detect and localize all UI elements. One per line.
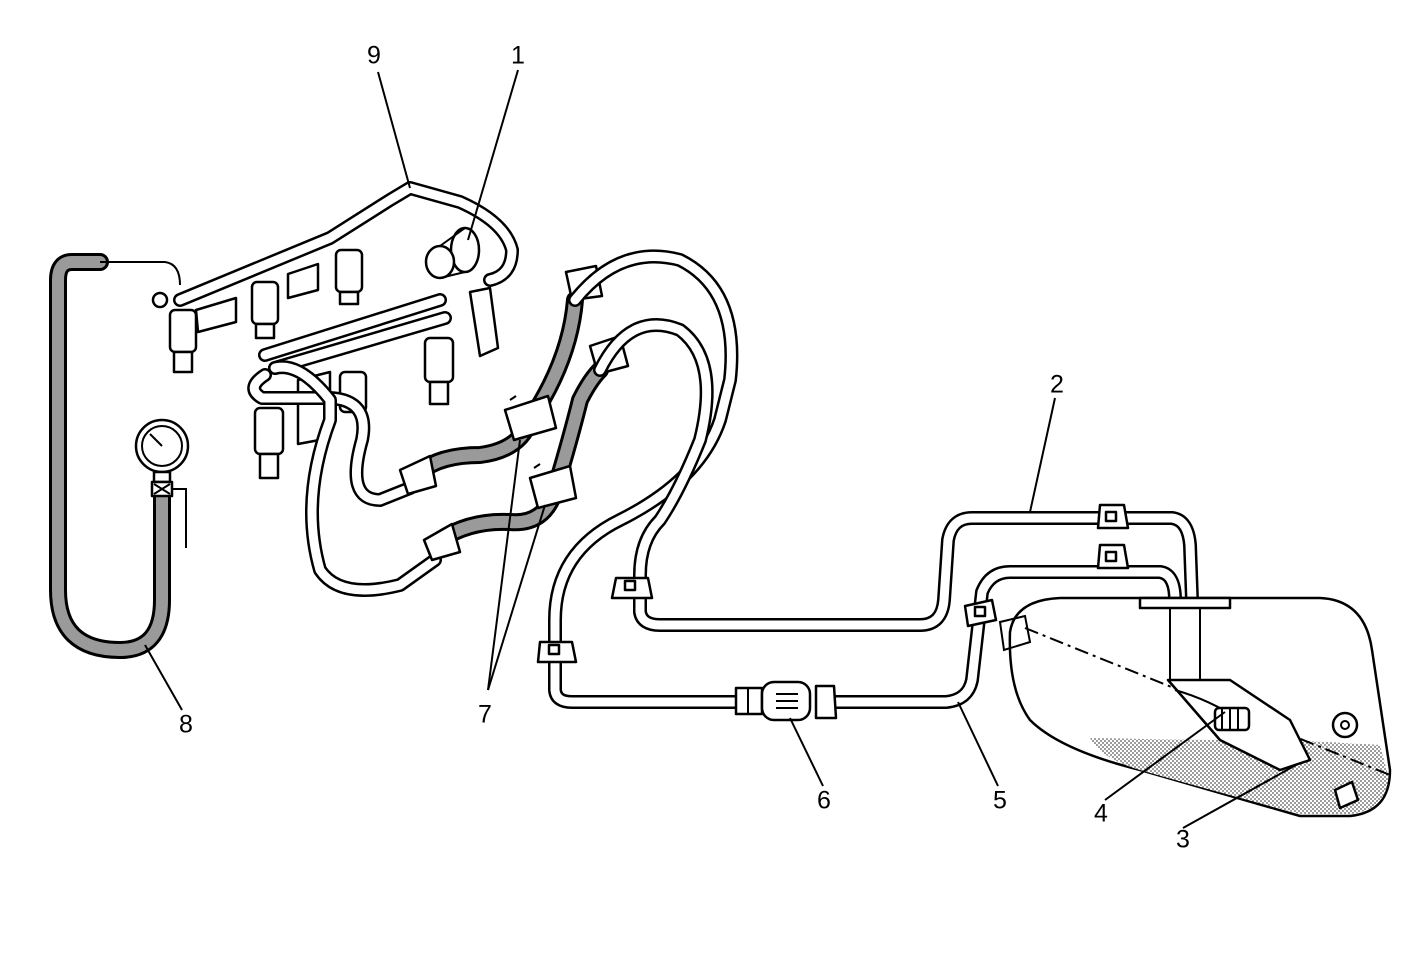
callout-label-7: 7 bbox=[478, 701, 492, 729]
callout-label-4: 4 bbox=[1094, 800, 1108, 828]
fuel-line-connectors bbox=[503, 394, 578, 510]
callout-leaders bbox=[144, 69, 1297, 829]
callout-label-8: 8 bbox=[179, 711, 193, 739]
fuel-rail bbox=[173, 181, 519, 446]
injector bbox=[334, 248, 364, 306]
callout-label-5: 5 bbox=[993, 787, 1007, 815]
callout-label-9: 9 bbox=[367, 42, 381, 70]
engine-fuel-lines bbox=[247, 360, 442, 597]
callout-label-3: 3 bbox=[1176, 826, 1190, 854]
pressure-gauge bbox=[134, 418, 190, 548]
pressure-regulator bbox=[151, 226, 481, 309]
injector bbox=[168, 308, 198, 374]
callout-label-2: 2 bbox=[1050, 371, 1064, 399]
injector bbox=[250, 280, 280, 340]
callout-label-1: 1 bbox=[511, 42, 525, 70]
fuel-injectors bbox=[168, 248, 455, 480]
callout-label-6: 6 bbox=[817, 787, 831, 815]
injector bbox=[423, 336, 455, 406]
fuel-return-line bbox=[593, 318, 1199, 632]
line-retaining-clips bbox=[536, 503, 1130, 664]
callout-labels: 1 2 3 4 5 6 7 8 9 bbox=[179, 42, 1190, 854]
injector bbox=[253, 406, 285, 480]
fuel-filter bbox=[734, 680, 838, 722]
fuel-pressure-gauge-hose bbox=[49, 253, 181, 659]
